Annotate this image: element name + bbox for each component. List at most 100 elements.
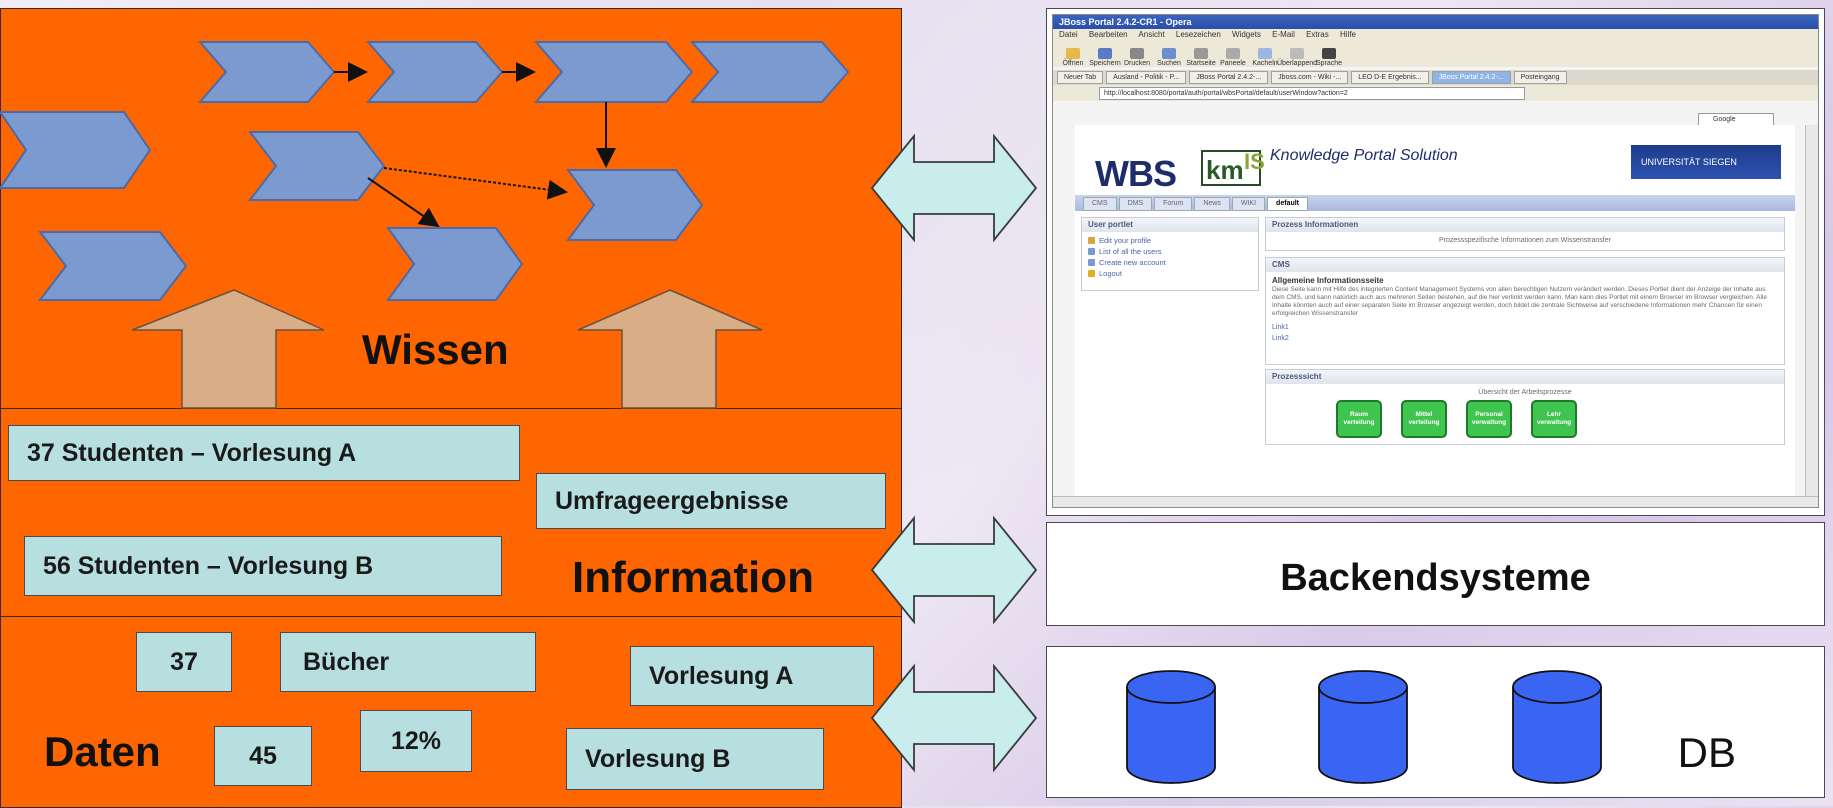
list-users-link[interactable]: List of all the users (1088, 246, 1252, 257)
dashed-flow-arrow (383, 167, 568, 200)
double-arrow-portal (870, 133, 1038, 243)
edit-profile-link[interactable]: Edit your profile (1088, 235, 1252, 246)
university-logo: UNIVERSITÄT SIEGEN (1631, 145, 1781, 179)
browser-tab[interactable]: Posteingang (1513, 71, 1567, 84)
raumverteilung-button[interactable]: Raum verteilung (1336, 400, 1382, 438)
horizontal-scrollbar[interactable] (1053, 496, 1818, 507)
logout-link[interactable]: Logout (1088, 268, 1252, 279)
toolbar-tile-button[interactable]: Kacheln (1249, 48, 1281, 67)
portal-tab-wiki[interactable]: WIKI (1231, 197, 1266, 211)
portal-tab-default[interactable]: default (1267, 197, 1308, 211)
menu-item[interactable]: E-Mail (1272, 30, 1295, 39)
menu-item[interactable]: Ansicht (1138, 30, 1165, 39)
portal-tab-bar: CMS DMS Forum News WIKI default (1075, 195, 1795, 211)
cms-link-2[interactable]: Link2 (1272, 335, 1289, 342)
backend-panel: Backendsysteme (1046, 522, 1825, 626)
address-field[interactable]: http://localhost:8080/portal/auth/portal… (1099, 86, 1525, 100)
double-arrow-backend (870, 515, 1038, 625)
prozesssicht-title: Prozesssicht (1266, 370, 1784, 384)
toolbar-voice-button[interactable]: Sprache (1313, 48, 1345, 67)
cms-heading: Allgemeine Informationsseite (1272, 276, 1384, 285)
svg-text:IS: IS (1244, 149, 1265, 174)
portal-header: WBS km IS Knowledge Portal Solution UNIV… (1075, 125, 1795, 195)
toolbar-home-button[interactable]: Startseite (1185, 48, 1217, 67)
process-chevron (533, 41, 694, 103)
up-arrow-left (131, 289, 325, 409)
info-box-umfrage: Umfrageergebnisse (536, 473, 886, 529)
info-box-studenten-b: 56 Studenten – Vorlesung B (24, 536, 502, 596)
backend-label: Backendsysteme (1280, 557, 1591, 599)
toolbar-save-button[interactable]: Speichern (1089, 48, 1121, 67)
process-chevron (197, 41, 336, 103)
up-arrow-right (577, 289, 763, 409)
browser-tab[interactable]: Ausland - Politik - P... (1106, 71, 1187, 84)
menu-item[interactable]: Bearbeiten (1088, 30, 1128, 39)
toolbar-open-button[interactable]: Öffnen (1057, 48, 1089, 67)
prozess-info-title: Prozess Informationen (1266, 218, 1784, 232)
process-chevron (365, 41, 504, 103)
cms-link-1[interactable]: Link1 (1272, 324, 1289, 331)
wissen-title: Wissen (362, 326, 509, 373)
process-flow-diagram (0, 41, 850, 409)
create-account-link[interactable]: Create new account (1088, 257, 1252, 268)
user-portlet: User portlet Edit your profile List of a… (1081, 217, 1259, 291)
prozess-info-portlet: Prozess Informationen Prozessspezifische… (1265, 217, 1785, 251)
process-chevron (247, 131, 386, 201)
data-box-vorlesung-b: Vorlesung B (566, 728, 824, 790)
portal-screenshot-panel: JBoss Portal 2.4.2-CR1 - Opera Datei Bea… (1046, 8, 1825, 516)
double-arrow-db (870, 663, 1038, 773)
information-title: Information (572, 553, 814, 602)
data-box-12-percent: 12% (360, 710, 472, 772)
menu-item[interactable]: Widgets (1232, 30, 1261, 39)
wbs-logo: WBS (1095, 153, 1177, 194)
toolbar-search-button[interactable]: Suchen (1153, 48, 1185, 67)
browser-title-bar: JBoss Portal 2.4.2-CR1 - Opera (1053, 15, 1818, 29)
process-chevron (0, 111, 152, 189)
portal-tab-forum[interactable]: Forum (1154, 197, 1193, 211)
kmis-logo: km IS (1201, 149, 1265, 186)
lehrverwaltung-button[interactable]: Lehr verwaltung (1531, 400, 1577, 438)
vertical-scrollbar[interactable] (1805, 125, 1818, 507)
connector-arrows (870, 133, 1038, 773)
cms-portlet-title: CMS (1266, 258, 1784, 272)
svg-text:km: km (1206, 155, 1244, 185)
menu-item[interactable]: Hilfe (1339, 30, 1356, 39)
process-chevron (566, 169, 704, 241)
browser-tab[interactable]: Neuer Tab (1057, 71, 1104, 84)
portal-page: WBS km IS Knowledge Portal Solution UNIV… (1075, 125, 1795, 507)
portal-tab-dms[interactable]: DMS (1118, 197, 1153, 211)
portal-tab-news[interactable]: News (1194, 197, 1230, 211)
toolbar-panels-button[interactable]: Paneele (1217, 48, 1249, 67)
browser-address-bar: http://localhost:8080/portal/auth/portal… (1053, 85, 1818, 101)
browser-tab[interactable]: LEO D-E Ergebnis... (1351, 71, 1429, 84)
cms-text: Diese Seite kann mit Hilfe des integrier… (1272, 286, 1767, 317)
personalverwaltung-button[interactable]: Personal verwaltung (1466, 400, 1512, 438)
info-box-studenten-a: 37 Studenten – Vorlesung A (8, 425, 520, 481)
portal-tab-cms[interactable]: CMS (1083, 197, 1117, 211)
db-label: DB (1677, 729, 1736, 776)
prozess-info-text: Prozessspezifische Informationen zum Wis… (1439, 237, 1611, 244)
cms-portlet: CMS Allgemeine Informationsseite Diese S… (1265, 257, 1785, 365)
browser-tab[interactable]: JBoss Portal 2.4.2-... (1189, 71, 1269, 84)
database-cylinder-2 (1318, 670, 1408, 784)
data-box-vorlesung-a: Vorlesung A (630, 646, 874, 706)
flow-arrow (367, 177, 440, 228)
database-cylinder-1 (1126, 670, 1216, 784)
database-cylinder-3 (1512, 670, 1602, 784)
browser-toolbar: Öffnen Speichern Drucken Suchen Startsei… (1053, 41, 1818, 67)
browser-tab-bar: Neuer Tab Ausland - Politik - P... JBoss… (1053, 70, 1818, 85)
menu-item[interactable]: Lesezeichen (1175, 30, 1221, 39)
menu-item[interactable]: Datei (1059, 30, 1078, 39)
data-box-45: 45 (214, 726, 312, 786)
prozesssicht-portlet: Prozesssicht Übersicht der Arbeitsprozes… (1265, 369, 1785, 445)
browser-tab-active[interactable]: JBoss Portal 2.4.2-... (1431, 71, 1511, 84)
daten-title: Daten (44, 728, 161, 775)
browser-tab[interactable]: Jboss.com - Wiki -... (1271, 71, 1349, 84)
database-panel: DB (1046, 646, 1825, 798)
menu-item[interactable]: Extras (1306, 30, 1329, 39)
mittelverteilung-button[interactable]: Mittel verteilung (1401, 400, 1447, 438)
data-box-buecher: Bücher (280, 632, 536, 692)
process-chevron (37, 231, 188, 301)
toolbar-print-button[interactable]: Drucken (1121, 48, 1153, 67)
toolbar-cascade-button[interactable]: Überlappend (1277, 48, 1317, 67)
